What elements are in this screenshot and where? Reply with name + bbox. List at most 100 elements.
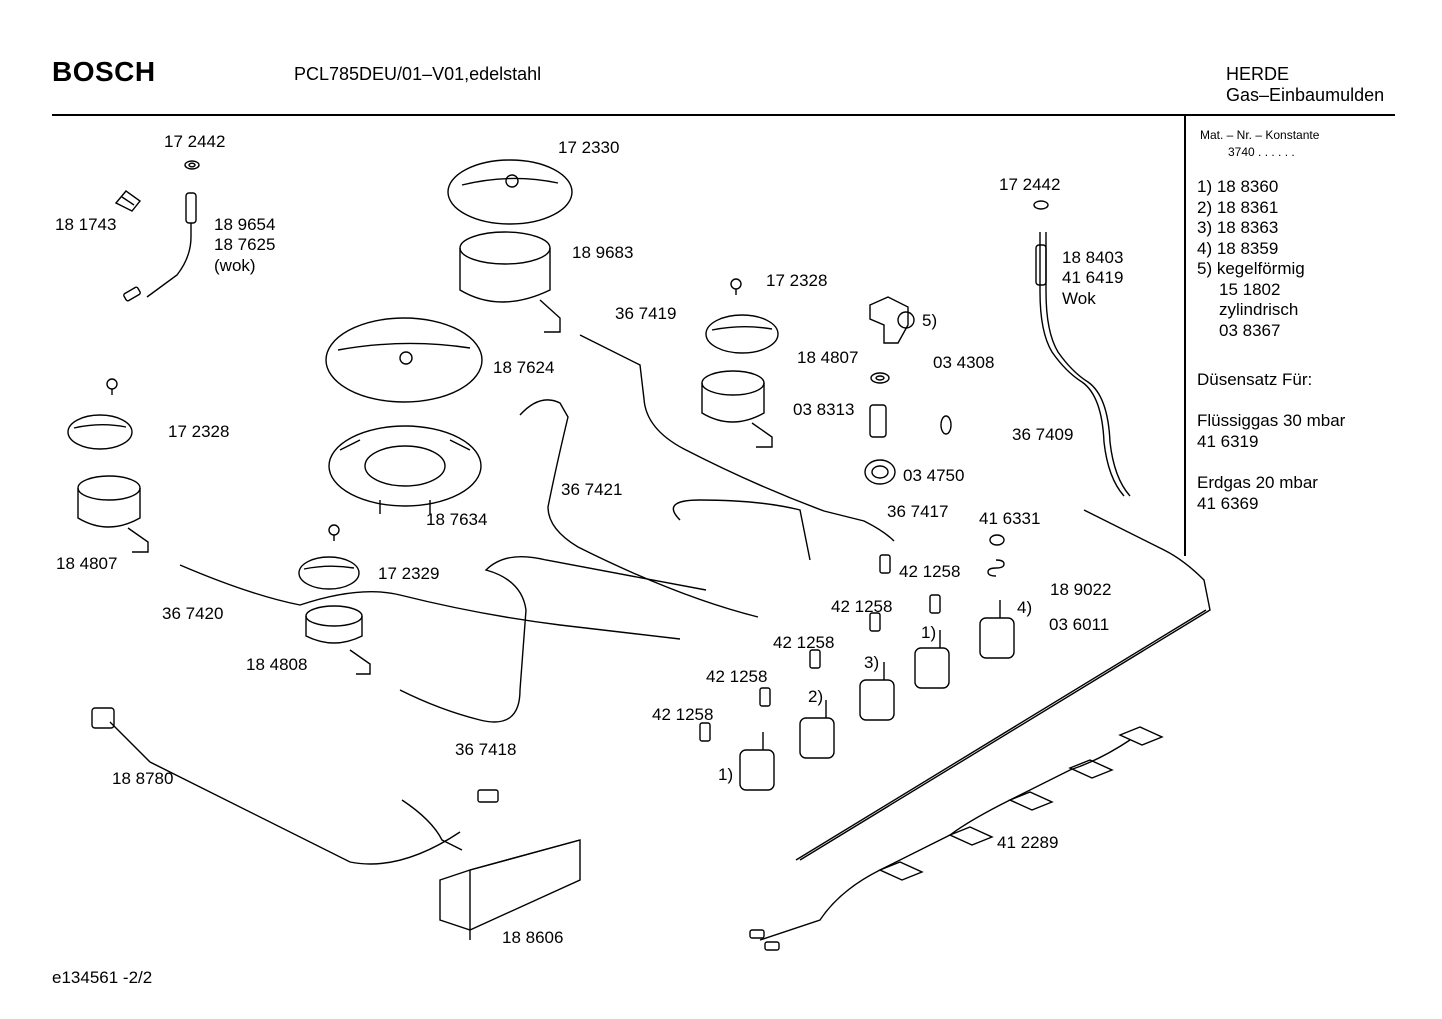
sidebar-list-item: 2) 18 8361 (1197, 198, 1279, 217)
part-label: 41 2289 (997, 833, 1059, 852)
ignition-switch-icon (749, 726, 1164, 951)
thermocouple-icon (1033, 200, 1131, 497)
part-label: 18 4807 (56, 554, 118, 573)
elbow-fitting-icon (869, 296, 915, 344)
gas-tap-icon (914, 630, 950, 689)
part-label: 03 6011 (1049, 615, 1110, 634)
part-label: 18 4808 (246, 655, 308, 674)
lpg-label: Flüssiggas 30 mbar (1197, 411, 1346, 430)
part-label: 17 2328 (766, 271, 828, 290)
ignition-module-icon (439, 839, 581, 940)
gas-tap-icon (799, 700, 835, 759)
part-label: 18 7624 (493, 358, 555, 377)
part-label: 18 7625 (214, 235, 276, 254)
part-label: 17 2442 (999, 175, 1061, 194)
part-label: 18 9022 (1050, 580, 1112, 599)
burner-body-icon (305, 605, 371, 675)
part-label: 42 1258 (831, 597, 893, 616)
part-label: 4) (1017, 598, 1033, 617)
gas-tap-icon (979, 600, 1015, 659)
injector-icon (809, 649, 821, 669)
burner-body-icon (701, 370, 773, 448)
part-label: 03 8313 (793, 400, 855, 419)
gas-tap-icon (859, 662, 895, 721)
part-label: 36 7420 (162, 604, 224, 623)
lpg-value: 41 6319 (1197, 432, 1259, 451)
injector-icon (929, 594, 941, 614)
part-label: 17 2330 (558, 138, 620, 157)
part-label: 18 4807 (797, 348, 859, 367)
burner-cap-ring-icon (67, 414, 133, 450)
header-divider (52, 114, 1395, 116)
part-label: 42 1258 (773, 633, 835, 652)
part-label: 17 2328 (168, 422, 230, 441)
sidebar-list-item: 15 1802 (1219, 280, 1281, 299)
washer-icon (184, 160, 200, 170)
part-label: 17 2329 (378, 564, 440, 583)
sidebar-list-item: 4) 18 8359 (1197, 239, 1279, 258)
part-label: 36 7409 (1012, 425, 1074, 444)
brand-logo: BOSCH (52, 56, 156, 87)
burner-body-icon (459, 231, 561, 333)
washer-icon (940, 415, 952, 435)
sidebar-list-item: 5) kegelförmig (1197, 259, 1305, 278)
category-subtitle: Gas–Einbaumulden (1226, 85, 1385, 105)
burner-body-icon (77, 475, 149, 553)
part-label: 18 7634 (426, 510, 488, 529)
injector-icon (869, 612, 881, 632)
gas-tap-icon (739, 732, 775, 791)
sidebar-list-item: 1) 18 8360 (1197, 177, 1279, 196)
part-label: 3) (864, 653, 880, 672)
part-label: 18 1743 (55, 215, 117, 234)
screw-icon (730, 278, 742, 295)
burner-cap-ring-icon (325, 317, 483, 403)
part-label: Wok (1062, 289, 1096, 308)
mat-nr-header: Mat. – Nr. – Konstante (1200, 128, 1320, 142)
sidebar-list-item: zylindrisch (1219, 300, 1299, 319)
part-label: 1) (921, 623, 937, 642)
part-label: 17 2442 (164, 132, 226, 151)
burner-cap-ring-icon (447, 159, 573, 225)
mat-nr-value: 3740 . . . . . . (1228, 145, 1295, 159)
sidebar-list-item: 3) 18 8363 (1197, 218, 1279, 237)
ng-label: Erdgas 20 mbar (1197, 473, 1318, 492)
injector-icon (699, 722, 711, 742)
burner-cap-ring-icon (298, 556, 360, 590)
nut-icon (864, 459, 896, 485)
nozzle-set-title: Düsensatz Für: (1197, 370, 1313, 389)
sidebar-list-item: 03 8367 (1219, 321, 1281, 340)
part-label: 41 6331 (979, 509, 1041, 528)
part-label: 5) (922, 311, 938, 330)
ng-value: 41 6369 (1197, 494, 1259, 513)
category-title: HERDE (1226, 64, 1290, 84)
washer-icon (870, 372, 890, 384)
wok-burner-icon (328, 425, 482, 514)
part-label: (wok) (214, 256, 256, 275)
gas-tube-icon (179, 334, 1211, 861)
fitting-icon (869, 404, 887, 438)
part-label: 18 8780 (112, 769, 174, 788)
model-title: PCL785DEU/01–V01,edelstahl (294, 64, 542, 84)
part-label: 36 7419 (615, 304, 677, 323)
drawing-number: e134561 -2/2 (52, 968, 153, 987)
part-label: 36 7417 (887, 502, 949, 521)
part-label: 42 1258 (899, 562, 961, 581)
part-label: 18 9654 (214, 215, 276, 234)
part-label: 18 9683 (572, 243, 634, 262)
part-label: 2) (808, 687, 824, 706)
burner-cap-ring-icon (705, 314, 779, 354)
part-label: 42 1258 (706, 667, 768, 686)
injector-icon (759, 687, 771, 707)
cable-harness-icon (91, 707, 499, 865)
thermocouple-icon (123, 192, 197, 302)
part-label: 03 4750 (903, 466, 965, 485)
part-label: 36 7418 (455, 740, 517, 759)
sidebar-divider (1184, 116, 1186, 556)
screw-icon (328, 524, 340, 541)
part-label: 1) (718, 765, 734, 784)
part-label: 42 1258 (652, 705, 714, 724)
spring-icon (987, 559, 1005, 577)
part-label: 03 4308 (933, 353, 995, 372)
washer-icon (989, 534, 1005, 546)
